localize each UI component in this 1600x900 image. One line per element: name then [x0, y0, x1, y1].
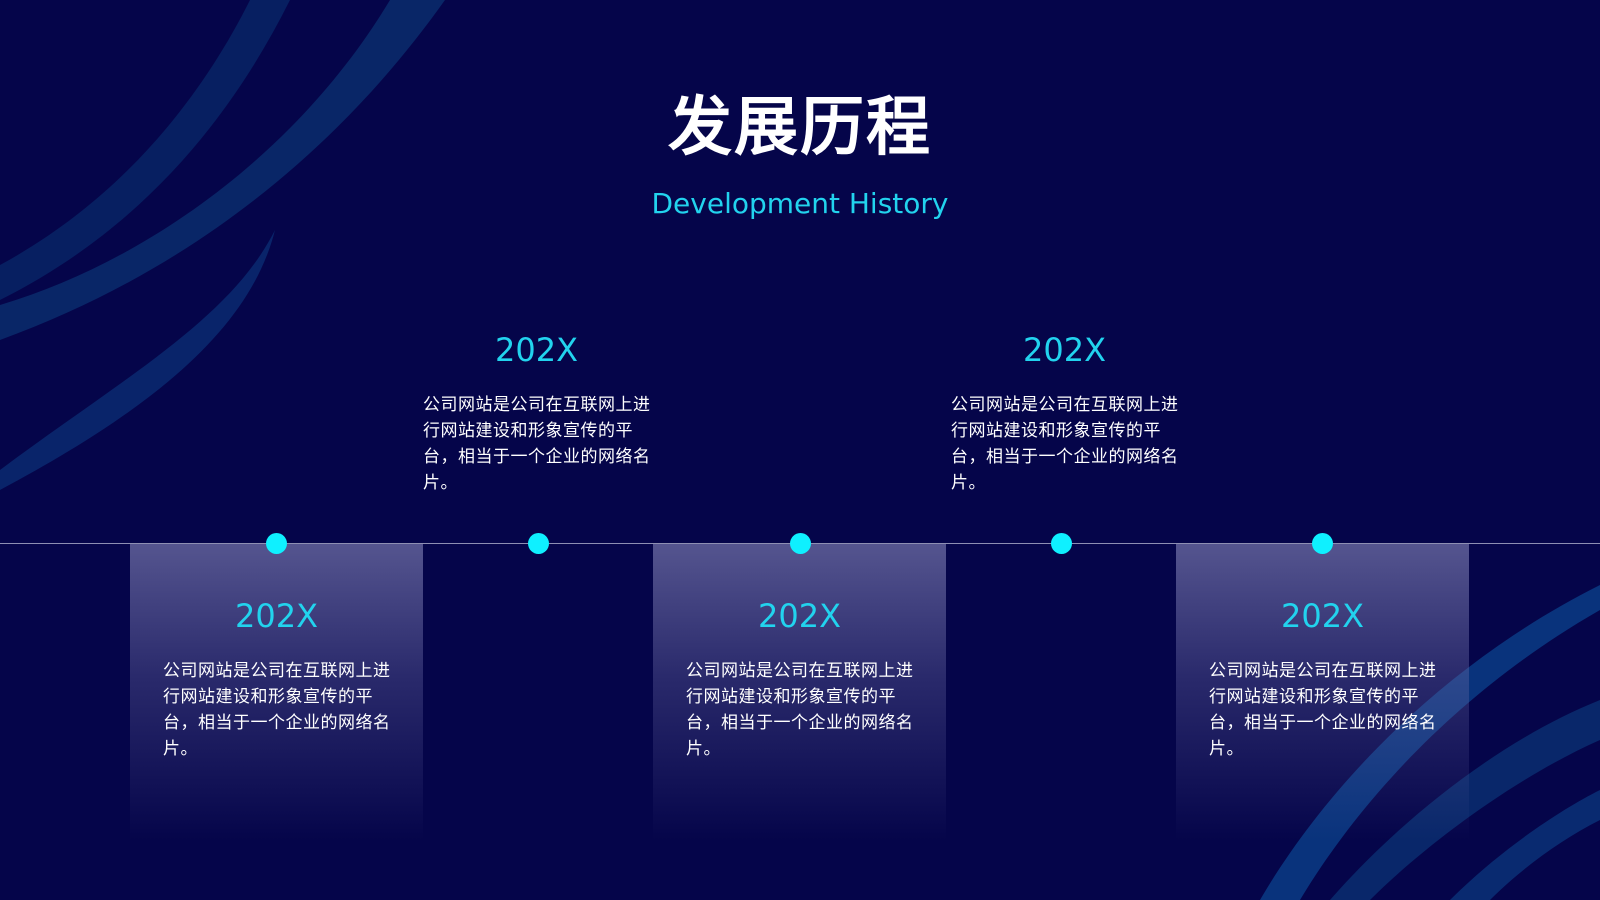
milestone-year: 202X — [1023, 331, 1106, 369]
timeline-dot-2 — [528, 533, 549, 554]
timeline-dot-5 — [1312, 533, 1333, 554]
milestone-description: 公司网站是公司在互联网上进行网站建设和形象宣传的平台，相当于一个企业的网络名片。 — [163, 661, 391, 759]
milestone-year: 202X — [235, 597, 318, 635]
milestone-description: 公司网站是公司在互联网上进行网站建设和形象宣传的平台，相当于一个企业的网络名片。 — [951, 395, 1179, 493]
milestone-year: 202X — [1281, 597, 1364, 635]
page-title: 发展历程 — [668, 91, 932, 165]
milestone-year: 202X — [758, 597, 841, 635]
milestone-card-5 — [1176, 544, 1469, 840]
timeline-dot-1 — [266, 533, 287, 554]
milestone-description: 公司网站是公司在互联网上进行网站建设和形象宣传的平台，相当于一个企业的网络名片。 — [686, 661, 914, 759]
page-subtitle: Development History — [651, 187, 949, 220]
milestone-card-1 — [130, 544, 423, 840]
milestone-card-3 — [653, 544, 946, 840]
timeline-dot-3 — [790, 533, 811, 554]
milestone-description: 公司网站是公司在互联网上进行网站建设和形象宣传的平台，相当于一个企业的网络名片。 — [423, 395, 651, 493]
milestone-description: 公司网站是公司在互联网上进行网站建设和形象宣传的平台，相当于一个企业的网络名片。 — [1209, 661, 1437, 759]
milestone-year: 202X — [495, 331, 578, 369]
timeline-dot-4 — [1051, 533, 1072, 554]
